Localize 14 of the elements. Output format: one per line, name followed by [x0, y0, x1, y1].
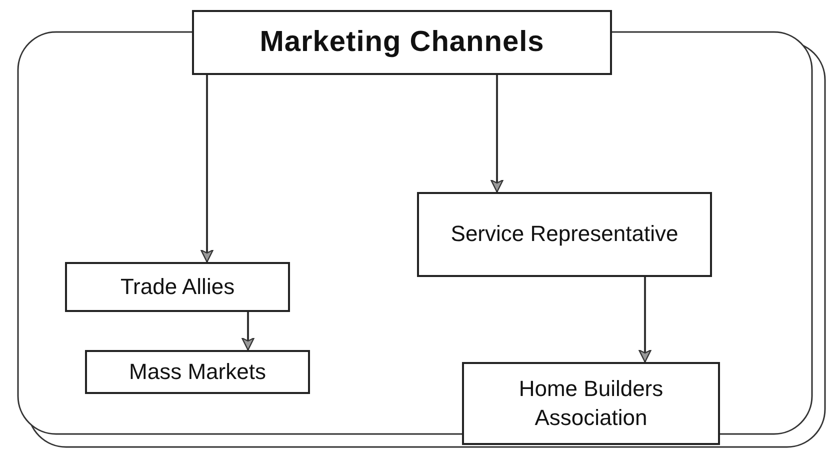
box-label: Marketing Channels: [260, 24, 544, 60]
arrow: [638, 277, 652, 363]
title-box: [192, 10, 612, 75]
arrow: [241, 312, 255, 351]
process-box: [65, 262, 290, 312]
process-box: [462, 362, 720, 445]
arrow: [490, 75, 504, 193]
box-label: Service Representative: [450, 220, 678, 248]
box-label: Mass Markets: [129, 358, 266, 386]
process-box: [85, 350, 310, 394]
box-label: Trade Allies: [120, 272, 235, 301]
process-box: [417, 192, 712, 277]
box-label: Home Builders Association: [518, 374, 664, 432]
arrow: [200, 75, 214, 263]
